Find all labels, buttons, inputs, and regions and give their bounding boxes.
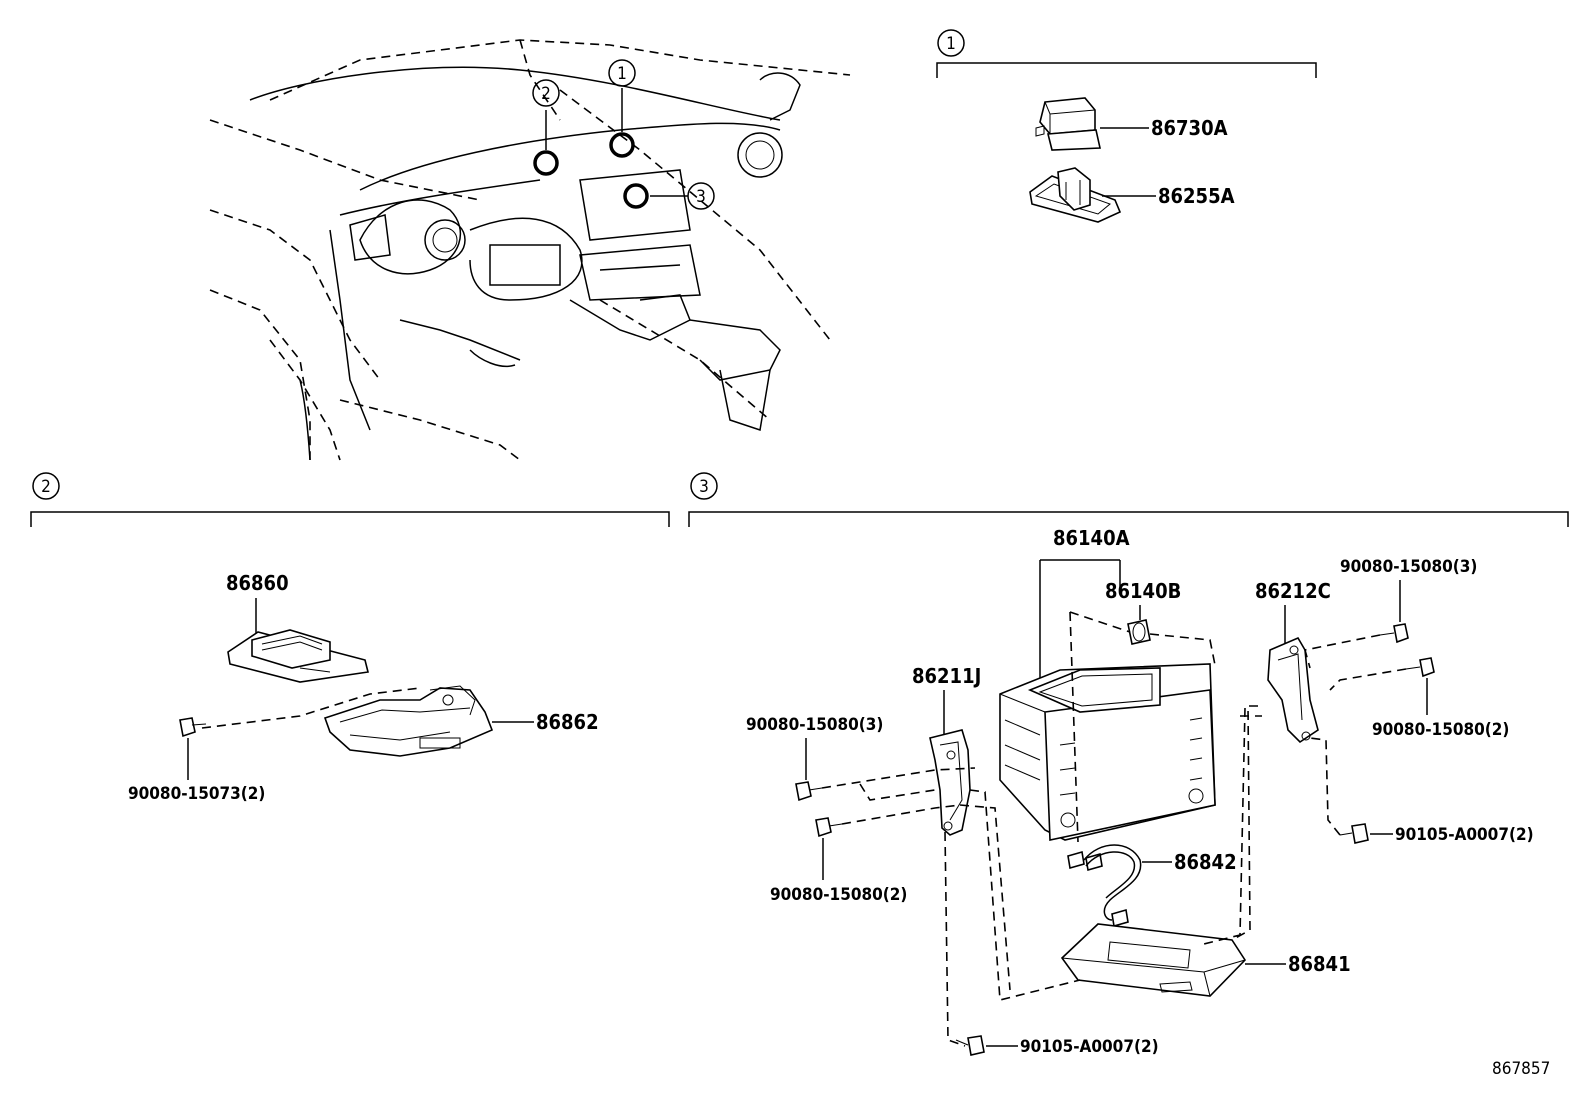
callout-3-label: 3	[696, 187, 706, 207]
section-2-number: 2	[41, 477, 51, 497]
bracket-86211J	[929, 729, 971, 836]
label-90105-A0007-2-right: 90105-A0007(2)	[1395, 825, 1534, 845]
bolt-90080-15080-3-right	[1379, 623, 1409, 644]
label-86841: 86841	[1288, 952, 1351, 976]
bolt-90105-A0007-bottom	[955, 1035, 985, 1056]
label-86255A: 86255A	[1158, 184, 1235, 208]
bracket-86862	[323, 685, 494, 757]
section-1: 1 86730A 86255A	[936, 29, 1317, 223]
bolt-90080-15080-2-left	[815, 817, 843, 838]
head-unit-86140A	[999, 663, 1216, 841]
module-86841	[1060, 923, 1247, 997]
label-86140B: 86140B	[1105, 579, 1181, 603]
bolt-90080-15080-3-left	[795, 781, 823, 802]
label-86862: 86862	[536, 710, 599, 734]
bolt-90105-A0007-right	[1339, 823, 1369, 844]
section-3-number: 3	[699, 477, 709, 497]
label-86211J: 86211J	[912, 664, 981, 688]
dashboard-illustration: 2 1 3	[209, 39, 851, 461]
bezel-86255A	[1029, 167, 1122, 223]
label-86730A: 86730A	[1151, 116, 1228, 140]
label-90080-15080-2-left: 90080-15080(2)	[770, 885, 907, 905]
label-90080-15080-3-left: 90080-15080(3)	[746, 715, 883, 735]
section-1-number: 1	[946, 34, 956, 54]
callout-1-label: 1	[617, 64, 627, 84]
bolt-90080-15080-2-right	[1405, 657, 1435, 678]
bracket-86212C	[1267, 636, 1319, 744]
section-3: 3 86140A 86140B	[688, 472, 1569, 1057]
label-90080-15080-2-right: 90080-15080(2)	[1372, 720, 1509, 740]
switch-86730A	[1035, 97, 1101, 151]
figure-id: 867857	[1492, 1059, 1550, 1079]
label-90080-15080-3-right: 90080-15080(3)	[1340, 557, 1477, 577]
cable-86842	[1067, 844, 1142, 928]
module-86860	[227, 629, 369, 683]
label-90080-15073-2: 90080-15073(2)	[128, 784, 265, 804]
label-86212C: 86212C	[1255, 579, 1331, 603]
callout-2-label: 2	[541, 84, 551, 104]
label-86140A: 86140A	[1053, 526, 1130, 550]
label-90105-A0007-2-bottom: 90105-A0007(2)	[1020, 1037, 1159, 1057]
bolt-90080-15073	[179, 717, 207, 738]
label-86860: 86860	[226, 571, 289, 595]
label-86842: 86842	[1174, 850, 1237, 874]
section-2: 2 86860 86862 90080-15073(2)	[30, 472, 670, 804]
knob-86140B	[1127, 619, 1151, 645]
